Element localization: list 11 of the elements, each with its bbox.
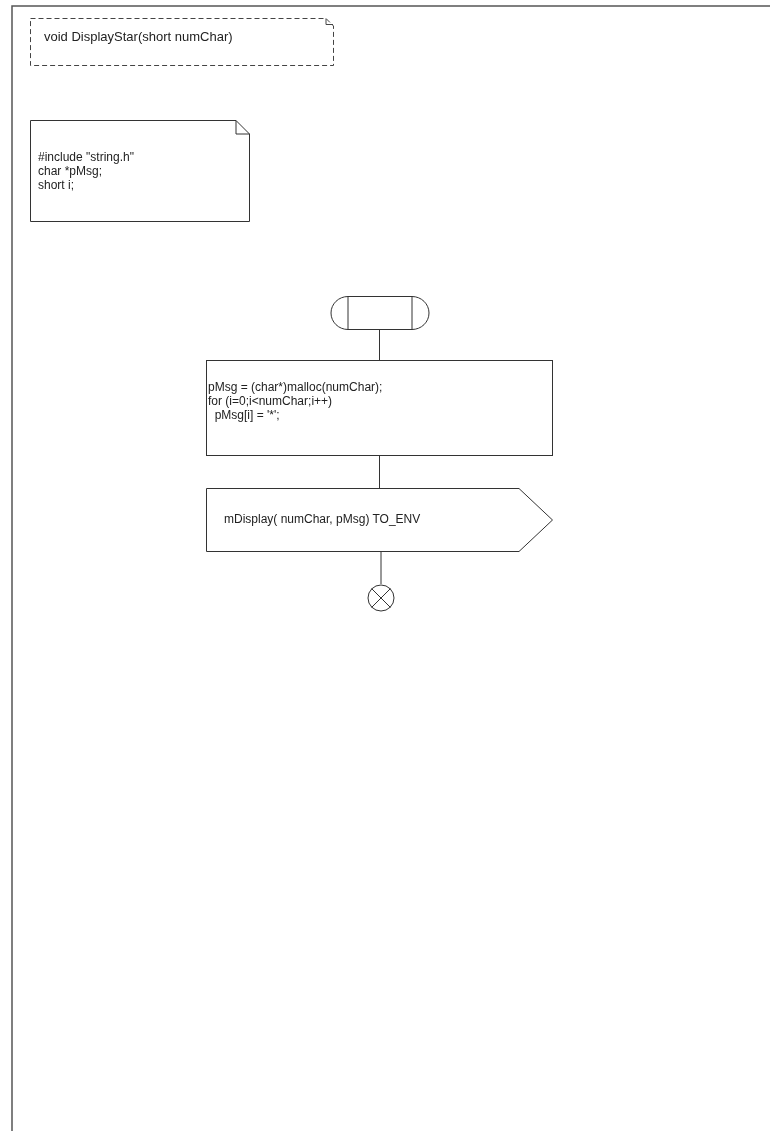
code-line: mDisplay( numChar, pMsg) TO_ENV xyxy=(224,512,421,526)
code-line: for (i=0;i<numChar;i++) xyxy=(208,394,333,408)
code-line: pMsg = (char*)malloc(numChar); xyxy=(208,380,383,394)
flow-line xyxy=(379,329,380,361)
flow-line xyxy=(380,551,382,585)
code-line: char *pMsg; xyxy=(38,164,103,178)
function-signature: void DisplayStar(short numChar) xyxy=(44,30,233,44)
flow-line xyxy=(379,455,380,489)
code-line: #include "string.h" xyxy=(38,150,134,164)
code-line: pMsg[i] = '*'; xyxy=(213,408,280,422)
code-line: short i; xyxy=(38,178,74,192)
